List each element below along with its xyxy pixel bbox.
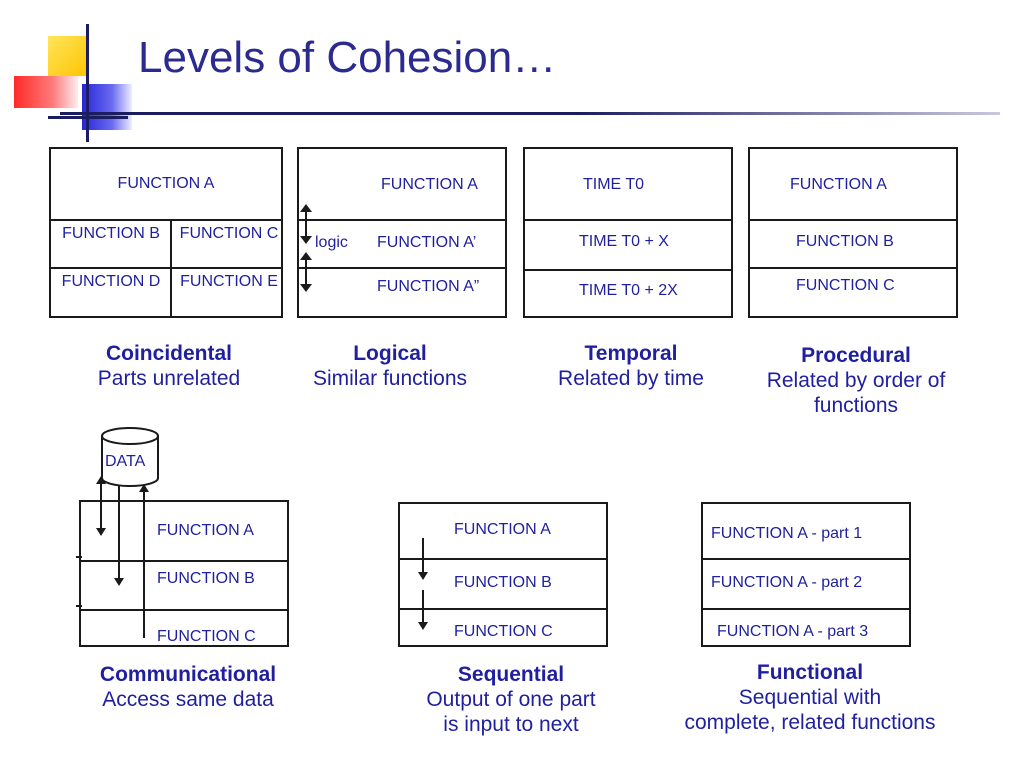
coincidental-function-a: FUNCTION A: [117, 175, 215, 192]
functional-caption-title: Functional: [756, 661, 864, 684]
temporal-time-t0: TIME T0: [583, 176, 645, 193]
coincidental-caption-line: Parts unrelated: [97, 367, 241, 390]
sequential-caption-line-2: is input to next: [443, 713, 579, 736]
communicational-function-b: FUNCTION B: [157, 570, 255, 587]
sequential-function-b: FUNCTION B: [454, 574, 552, 591]
communicational-row-divider-ext: [76, 605, 82, 607]
procedural-caption-title: Procedural: [801, 344, 911, 367]
functional-caption: Functional Sequential with complete, rel…: [650, 660, 970, 735]
coincidental-caption: Coincidental Parts unrelated: [60, 341, 278, 391]
temporal-diagram: TIME T0 TIME T0 + X TIME T0 + 2X: [523, 147, 733, 318]
title-underline: [60, 112, 1000, 115]
logical-caption: Logical Similar functions: [282, 341, 498, 391]
functional-diagram: FUNCTION A - part 1 FUNCTION A - part 2 …: [701, 502, 911, 647]
temporal-caption-line: Related by time: [558, 367, 704, 390]
data-label: DATA: [105, 453, 146, 470]
communicational-caption: Communicational Access same data: [68, 662, 308, 712]
procedural-function-b: FUNCTION B: [796, 233, 894, 250]
logical-caption-title: Logical: [353, 342, 427, 365]
logic-label: logic: [315, 234, 348, 251]
communicational-function-c: FUNCTION C: [157, 628, 256, 645]
communicational-caption-title: Communicational: [99, 663, 277, 686]
sequential-function-c: FUNCTION C: [454, 623, 553, 640]
functional-part-2: FUNCTION A - part 2: [711, 574, 863, 591]
coincidental-function-d: FUNCTION D: [61, 273, 161, 290]
temporal-time-t0-plus-2x: TIME T0 + 2X: [579, 282, 678, 299]
temporal-caption: Temporal Related by time: [526, 341, 736, 391]
coincidental-caption-title: Coincidental: [105, 342, 232, 365]
sequential-caption-title: Sequential: [457, 663, 565, 686]
coincidental-diagram: FUNCTION A FUNCTION B FUNCTION C FUNCTIO…: [49, 147, 283, 318]
logical-function-a-double-prime: FUNCTION A”: [377, 278, 480, 295]
procedural-function-c: FUNCTION C: [796, 277, 895, 294]
coincidental-function-b: FUNCTION B: [62, 225, 160, 242]
logical-diagram: FUNCTION A logic FUNCTION A’ FUNCTION A”: [297, 147, 507, 318]
coincidental-function-c: FUNCTION C: [179, 225, 279, 242]
logical-function-a: FUNCTION A: [381, 176, 478, 193]
functional-caption-line-2: complete, related functions: [684, 711, 936, 734]
sequential-caption-line-1: Output of one part: [426, 688, 596, 711]
functional-caption-line-1: Sequential with: [738, 686, 882, 709]
procedural-caption-line-2: functions: [813, 394, 899, 417]
communicational-diagram: FUNCTION A FUNCTION B FUNCTION C: [79, 500, 289, 647]
procedural-caption: Procedural Related by order of functions: [740, 343, 972, 418]
functional-part-3: FUNCTION A - part 3: [717, 623, 869, 640]
temporal-time-t0-plus-x: TIME T0 + X: [579, 233, 669, 250]
sequential-diagram: FUNCTION A FUNCTION B FUNCTION C: [398, 502, 608, 647]
functional-part-1: FUNCTION A - part 1: [711, 525, 863, 542]
communicational-row-divider-ext: [76, 556, 82, 558]
decorative-logo: [0, 0, 140, 150]
communicational-function-a: FUNCTION A: [157, 522, 254, 539]
sequential-caption: Sequential Output of one part is input t…: [396, 662, 626, 737]
procedural-diagram: FUNCTION A FUNCTION B FUNCTION C: [748, 147, 958, 318]
procedural-caption-line-1: Related by order of: [766, 369, 946, 392]
coincidental-function-e: FUNCTION E: [180, 273, 278, 290]
logical-caption-line: Similar functions: [312, 367, 468, 390]
temporal-caption-title: Temporal: [584, 342, 678, 365]
procedural-function-a: FUNCTION A: [790, 176, 887, 193]
logical-function-a-prime: FUNCTION A’: [377, 234, 477, 251]
sequential-function-a: FUNCTION A: [454, 521, 551, 538]
communicational-caption-line: Access same data: [102, 688, 274, 711]
slide-title: Levels of Cohesion…: [138, 33, 557, 82]
